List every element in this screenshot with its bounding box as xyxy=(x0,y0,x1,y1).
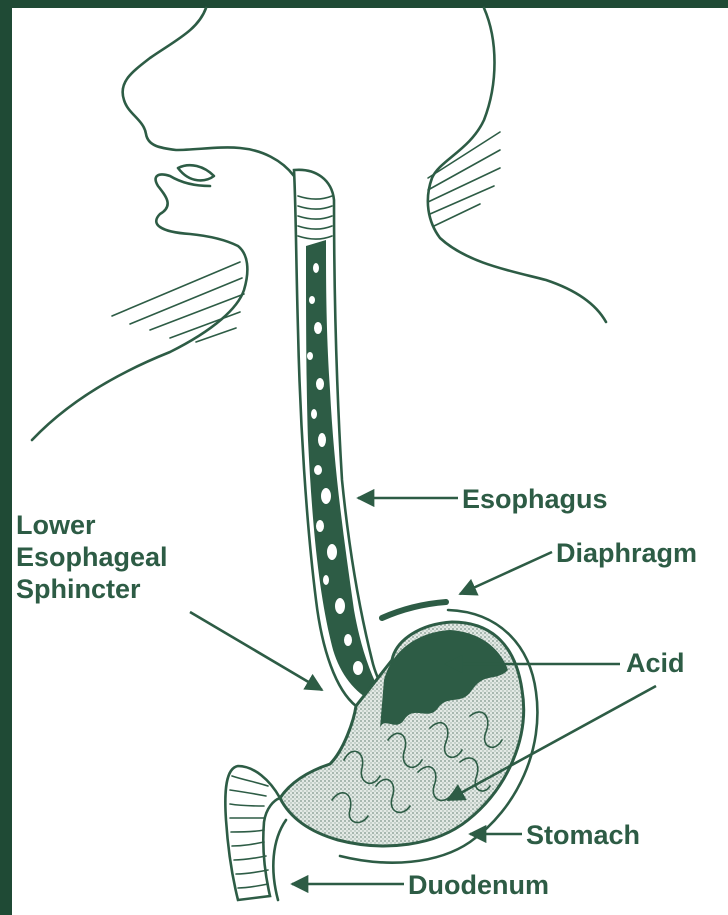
label-acid: Acid xyxy=(626,648,685,678)
label-esophageal: Esophageal xyxy=(16,542,168,572)
label-esophagus: Esophagus xyxy=(462,484,608,514)
label-lower: Lower xyxy=(16,510,96,540)
label-stomach: Stomach xyxy=(526,820,640,850)
label-sphincter: Sphincter xyxy=(16,574,141,604)
label-diaphragm: Diaphragm xyxy=(556,538,697,568)
label-duodenum: Duodenum xyxy=(408,870,549,900)
